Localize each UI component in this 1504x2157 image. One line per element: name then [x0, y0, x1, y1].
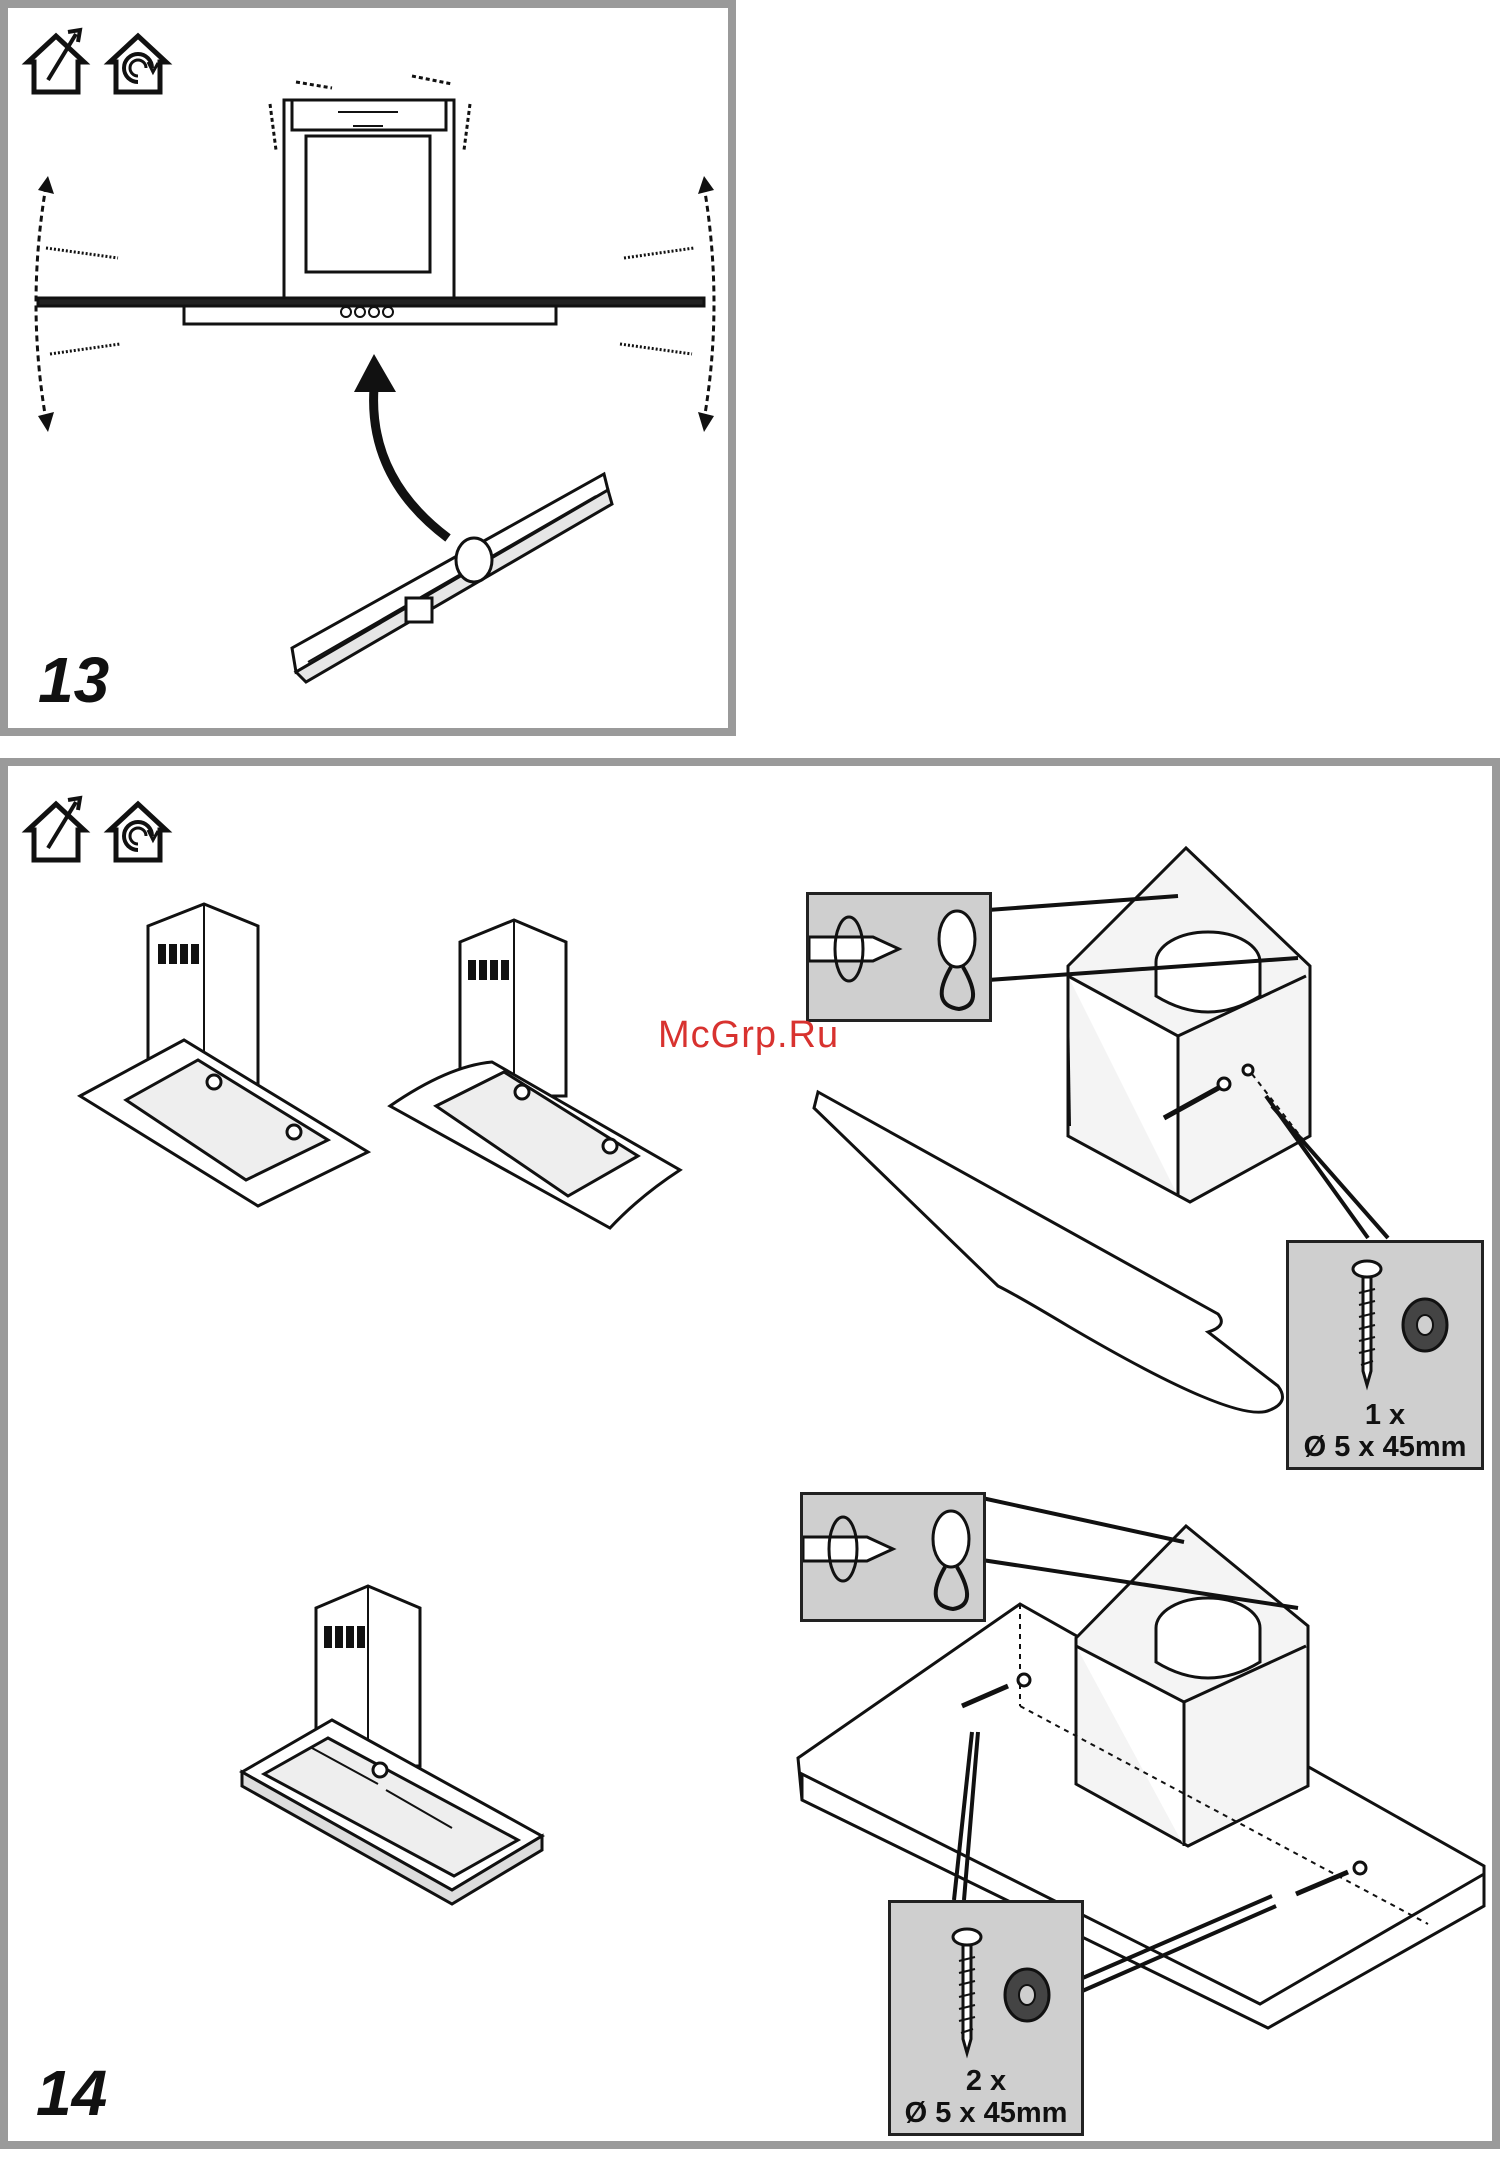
- step-14-illustration: [8, 766, 1504, 2157]
- screw-quantity: 1 x: [1289, 1399, 1481, 1431]
- screw-icon: [953, 1929, 981, 2053]
- step-13-illustration: [8, 8, 744, 744]
- watermark: McGrp.Ru: [658, 1014, 839, 1057]
- step-14-panel: 1 x Ø 5 x 45mm 2 x Ø 5 x 45mm 14: [0, 758, 1500, 2149]
- screwdriver-detail-bottom: [800, 1492, 986, 1622]
- screwdriver-icon: [803, 1537, 893, 1561]
- screw-size: Ø 5 x 45mm: [891, 2097, 1081, 2129]
- screwdriver-icon: [809, 937, 899, 961]
- screw-callout-single: 1 x Ø 5 x 45mm: [1286, 1240, 1484, 1470]
- hood-model-curved-glass: [390, 920, 680, 1228]
- step-number: 13: [38, 648, 109, 712]
- step-13-panel: 13: [0, 0, 736, 736]
- washer-icon: [1005, 1969, 1049, 2021]
- screw-quantity: 2 x: [891, 2065, 1081, 2097]
- step-number: 14: [36, 2061, 107, 2125]
- screwdriver-detail-top: [806, 892, 992, 1022]
- hood-model-flat-glass: [80, 904, 368, 1206]
- screw-size: Ø 5 x 45mm: [1289, 1431, 1481, 1463]
- washer-icon: [1403, 1299, 1447, 1351]
- screw-icon: [1353, 1261, 1381, 1385]
- hood-model-box: [242, 1586, 542, 1904]
- screw-callout-double: 2 x Ø 5 x 45mm: [888, 1900, 1084, 2136]
- control-panel-part: [292, 474, 612, 682]
